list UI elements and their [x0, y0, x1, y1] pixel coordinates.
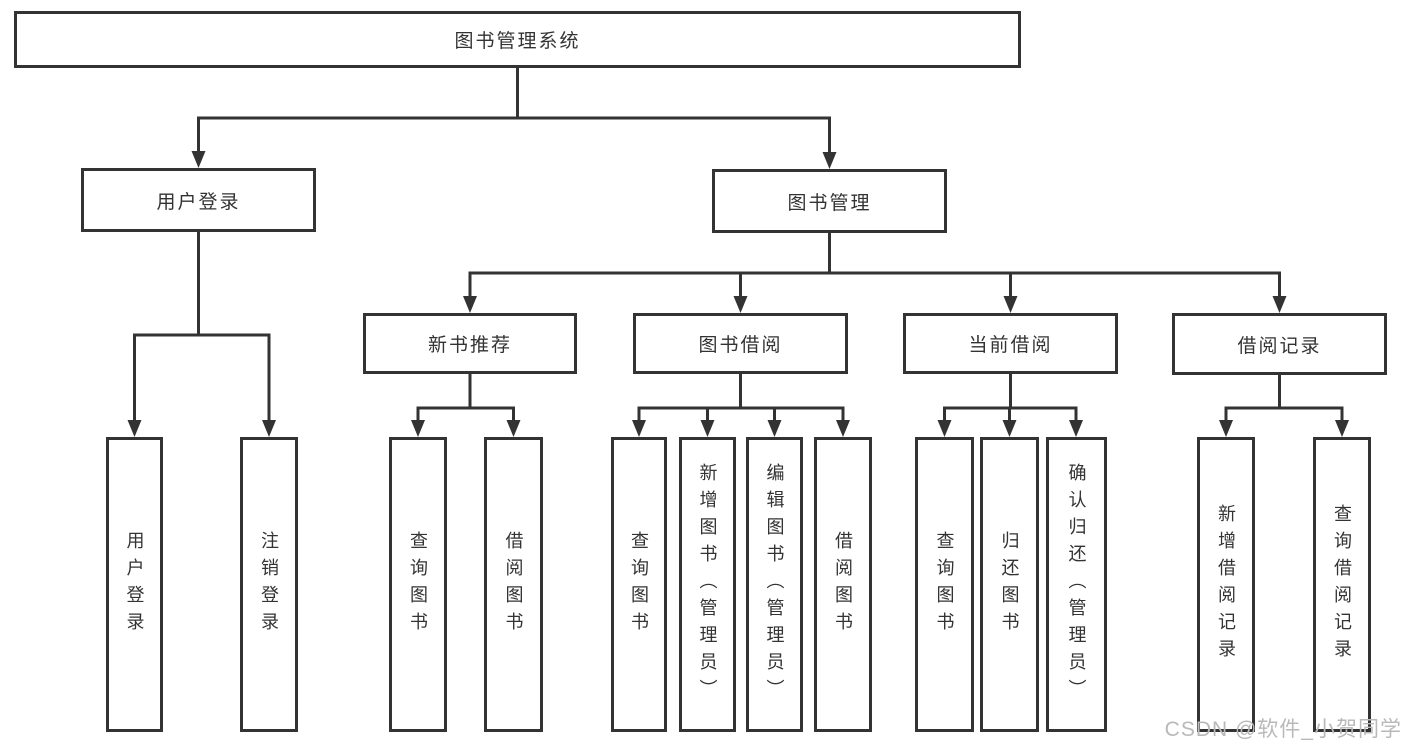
- leaf-borrow-edit-books-admin-label: 编辑图书（管理员）: [764, 463, 785, 706]
- leaf-current-confirm-return-admin-label: 确认归还（管理员）: [1066, 463, 1087, 706]
- leaf-borrow-query-books-label: 查询图书: [629, 530, 649, 639]
- leaf-borrow-edit-books-admin: 编辑图书（管理员）: [746, 437, 803, 732]
- leaf-recommend-borrow-books: 借阅图书: [484, 437, 543, 732]
- node-root: 图书管理系统: [14, 11, 1021, 68]
- leaf-borrow-add-books-admin: 新增图书（管理员）: [679, 437, 736, 732]
- leaf-records-query-record: 查询借阅记录: [1313, 437, 1371, 732]
- node-book-management: 图书管理: [712, 169, 947, 233]
- node-new-book-recommend: 新书推荐: [363, 313, 577, 374]
- node-current-borrow-label: 当前借阅: [968, 335, 1053, 356]
- leaf-logout: 注销登录: [240, 437, 298, 732]
- node-book-borrow-label: 图书借阅: [698, 335, 783, 356]
- leaf-user-login-label: 用户登录: [124, 530, 145, 639]
- leaf-current-return-books: 归还图书: [980, 437, 1039, 732]
- leaf-records-add-record: 新增借阅记录: [1197, 437, 1255, 732]
- node-user-login-label: 用户登录: [156, 191, 241, 213]
- node-borrow-records-label: 借阅记录: [1237, 335, 1322, 357]
- node-book-management-label: 图书管理: [787, 192, 872, 214]
- leaf-user-login: 用户登录: [106, 437, 163, 732]
- csdn-watermark: CSDN @软件_小贺同学: [1164, 718, 1402, 741]
- leaf-records-query-record-label: 查询借阅记录: [1332, 503, 1352, 666]
- leaf-borrow-query-books: 查询图书: [611, 437, 667, 732]
- leaf-current-query-books-label: 查询图书: [934, 530, 955, 639]
- leaf-recommend-query-books: 查询图书: [389, 437, 447, 732]
- leaf-borrow-borrow-books: 借阅图书: [814, 437, 872, 732]
- leaf-current-query-books: 查询图书: [915, 437, 974, 732]
- node-current-borrow: 当前借阅: [903, 313, 1118, 374]
- node-new-book-recommend-label: 新书推荐: [427, 335, 512, 356]
- leaf-current-return-books-label: 归还图书: [999, 530, 1020, 639]
- leaf-borrow-add-books-admin-label: 新增图书（管理员）: [697, 463, 718, 706]
- node-book-borrow: 图书借阅: [633, 313, 848, 374]
- node-borrow-records: 借阅记录: [1172, 313, 1387, 375]
- node-root-label: 图书管理系统: [454, 31, 581, 52]
- leaf-borrow-borrow-books-label: 借阅图书: [833, 530, 853, 639]
- node-user-login: 用户登录: [81, 168, 316, 232]
- leaf-logout-label: 注销登录: [259, 530, 279, 639]
- leaf-records-add-record-label: 新增借阅记录: [1216, 503, 1236, 666]
- leaf-current-confirm-return-admin: 确认归还（管理员）: [1046, 437, 1107, 732]
- leaf-recommend-borrow-books-label: 借阅图书: [503, 530, 524, 639]
- leaf-recommend-query-books-label: 查询图书: [408, 530, 428, 639]
